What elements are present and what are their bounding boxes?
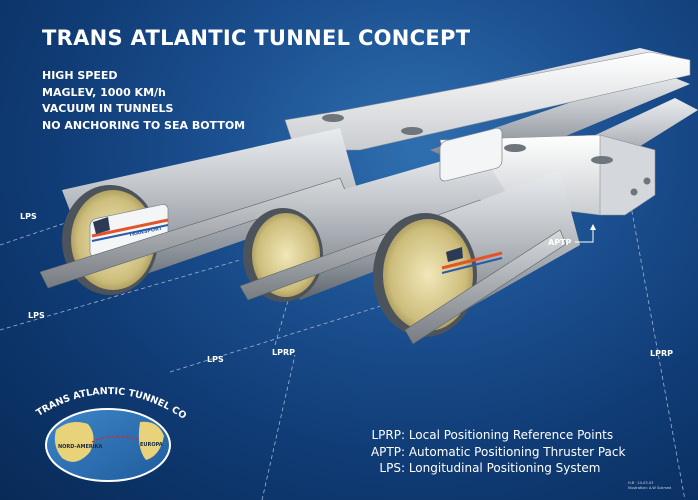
tunnel-tube-left: TRANSPORT [39,128,360,295]
legend-item: LPS: Longitudinal Positioning System [365,460,625,477]
feature-item: MAGLEV, 1000 KM/h [42,85,166,99]
legend-abbr: LPS: [379,461,405,475]
feature-item: VACUUM IN TUNNELS [42,102,174,115]
credit-line: Illustration: A.W Sukmed [628,485,672,490]
label-lps: LPS [28,311,45,320]
logo-label-right: EUROPA [140,442,163,448]
label-lprp: LPRP [650,349,673,358]
label-lps: LPS [207,355,224,364]
feature-item: HIGH SPEED [42,69,118,82]
legend-text: Automatic Positioning Thruster Pack [408,444,626,459]
tunnel-tube-front [373,127,580,345]
aptp-pointer [575,230,594,243]
credit-line: H.B · 24-03-03 [628,481,654,485]
legend-text: Local Positioning Reference Points [408,428,614,442]
aptp-arrowhead [590,224,596,230]
logo-label-left: NORD-AMERIKA [58,444,102,450]
label-lprp: LPRP [272,348,295,357]
diagram-title: TRANS ATLANTIC TUNNEL CONCEPT [42,26,471,50]
credit: H.B · 24-03-03 Illustration: A.W Sukmed [628,481,671,490]
feature-item: NO ANCHORING TO SEA BOTTOM [42,118,246,132]
label-aptp: APTP [548,238,572,247]
legend: LPRP: Local Positioning Reference Points… [365,427,626,477]
feature-list: HIGH SPEED MAGLEV, 1000 KM/h VACUUM IN T… [42,68,245,134]
legend-item: APTP: Automatic Positioning Thruster Pac… [365,444,626,461]
legend-item: LPRP: Local Positioning Reference Points [365,427,625,444]
legend-text: Longitudinal Positioning System [408,461,601,475]
legend-abbr: LPRP: [371,428,405,442]
legend-abbr: APTP: [370,444,405,459]
label-lps: LPS [20,212,37,221]
